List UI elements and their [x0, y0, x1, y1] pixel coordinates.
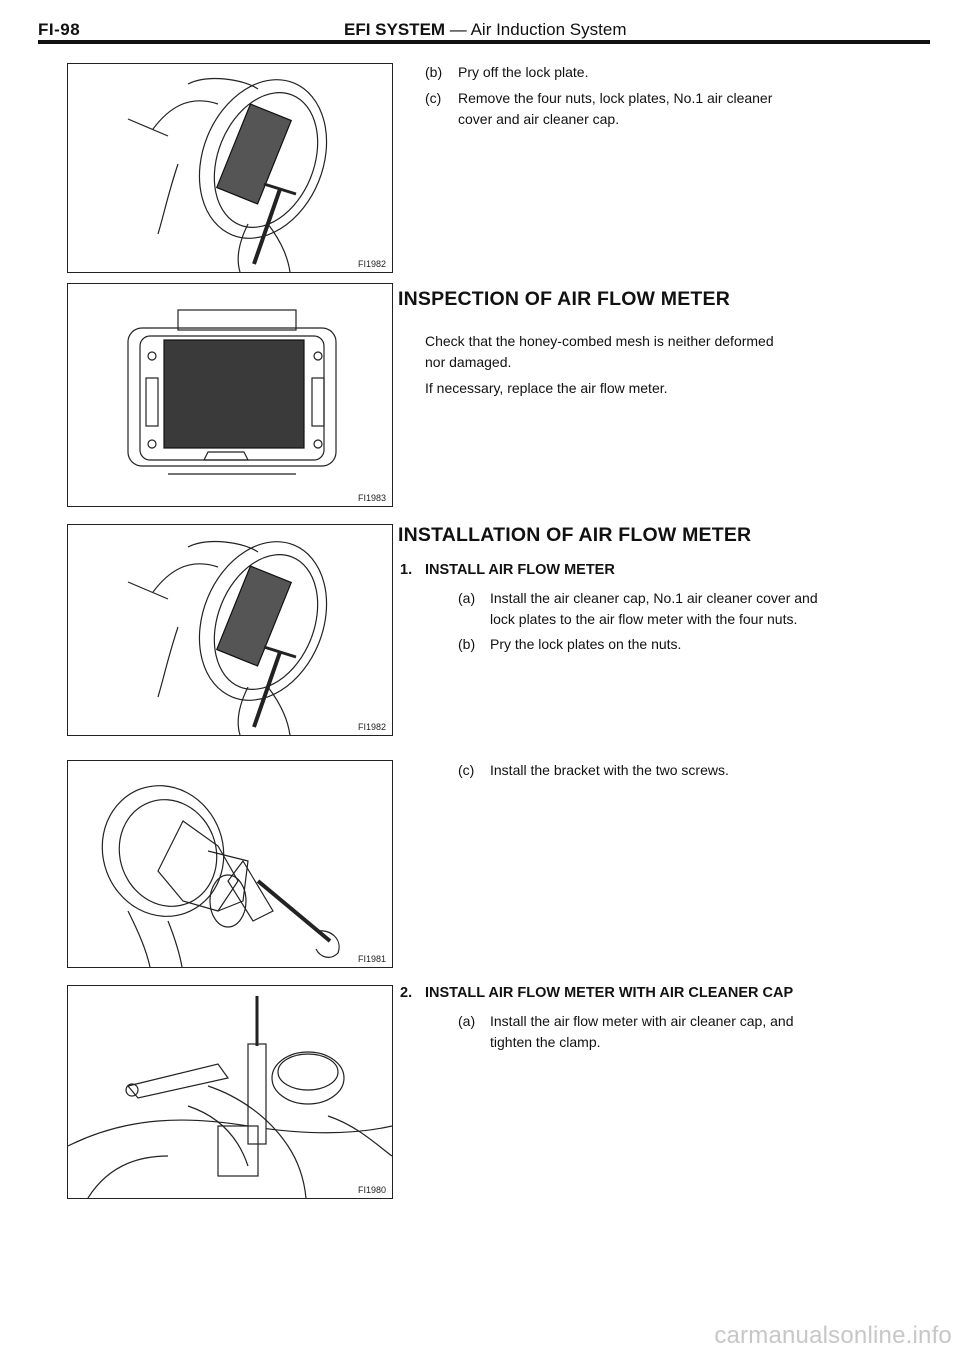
figure-air-cleaner-cap-clamp: FI1980 — [67, 985, 393, 1199]
header-rule — [38, 40, 930, 44]
step1-c-line1: Install the bracket with the two screws. — [490, 762, 729, 778]
step-c-text-line1: Remove the four nuts, lock plates, No.1 … — [458, 90, 773, 106]
step1-a-label: (a) — [458, 590, 476, 606]
figure-install-bracket: FI1981 — [67, 760, 393, 968]
step1-title: INSTALL AIR FLOW METER — [425, 562, 615, 578]
step1-c-label: (c) — [458, 762, 475, 778]
figure-code: FI1982 — [355, 259, 388, 269]
inspection-para2: If necessary, replace the air flow meter… — [425, 380, 668, 396]
figure-install-lock-plates: FI1982 — [67, 524, 393, 736]
step1-b-line1: Pry the lock plates on the nuts. — [490, 636, 682, 652]
inspection-para1-line2: nor damaged. — [425, 354, 512, 370]
step1-a-line2: lock plates to the air flow meter with t… — [490, 611, 798, 627]
illustration-install-bracket — [101, 785, 340, 967]
step1-number: 1. — [400, 562, 413, 578]
step2-a-line1: Install the air flow meter with air clea… — [490, 1013, 794, 1029]
inspection-para1-line1: Check that the honey-combed mesh is neit… — [425, 333, 774, 349]
watermark: carmanualsonline.info — [714, 1322, 952, 1349]
figure-code: FI1981 — [355, 954, 388, 964]
illustration-pry-lock-plate — [127, 78, 328, 272]
figure-code: FI1980 — [355, 1185, 388, 1195]
figure-code: FI1983 — [355, 493, 388, 503]
inspection-heading: INSPECTION OF AIR FLOW METER — [398, 288, 731, 310]
figure-code: FI1982 — [355, 722, 388, 732]
illustration-air-cleaner-cap-clamp — [68, 996, 392, 1198]
step2-number: 2. — [400, 985, 413, 1001]
step-b-text: Pry off the lock plate. — [458, 64, 589, 80]
page-number: FI-98 — [38, 20, 81, 39]
step1-a-line1: Install the air cleaner cap, No.1 air cl… — [490, 590, 818, 606]
page-header: FI-98 EFI SYSTEM — Air Induction System — [38, 18, 930, 42]
section-title: EFI SYSTEM — Air Induction System — [344, 20, 626, 40]
step-c-text-line2: cover and air cleaner cap. — [458, 111, 620, 127]
step2-title: INSTALL AIR FLOW METER WITH AIR CLEANER … — [425, 985, 794, 1001]
section-title-bold: EFI SYSTEM — [344, 20, 446, 39]
section-title-rest: — Air Induction System — [445, 20, 627, 39]
illustration-install-lock-plates — [127, 541, 328, 735]
step1-b-label: (b) — [458, 636, 476, 652]
installation-heading: INSTALLATION OF AIR FLOW METER — [398, 524, 752, 546]
step-c-label: (c) — [425, 90, 442, 106]
illustration-honeycomb-mesh — [127, 309, 337, 475]
step2-a-label: (a) — [458, 1013, 476, 1029]
figure-honeycomb-mesh: FI1983 — [67, 283, 393, 507]
figure-pry-lock-plate: FI1982 — [67, 63, 393, 273]
step2-a-line2: tighten the clamp. — [490, 1034, 601, 1050]
step-b-label: (b) — [425, 64, 443, 80]
